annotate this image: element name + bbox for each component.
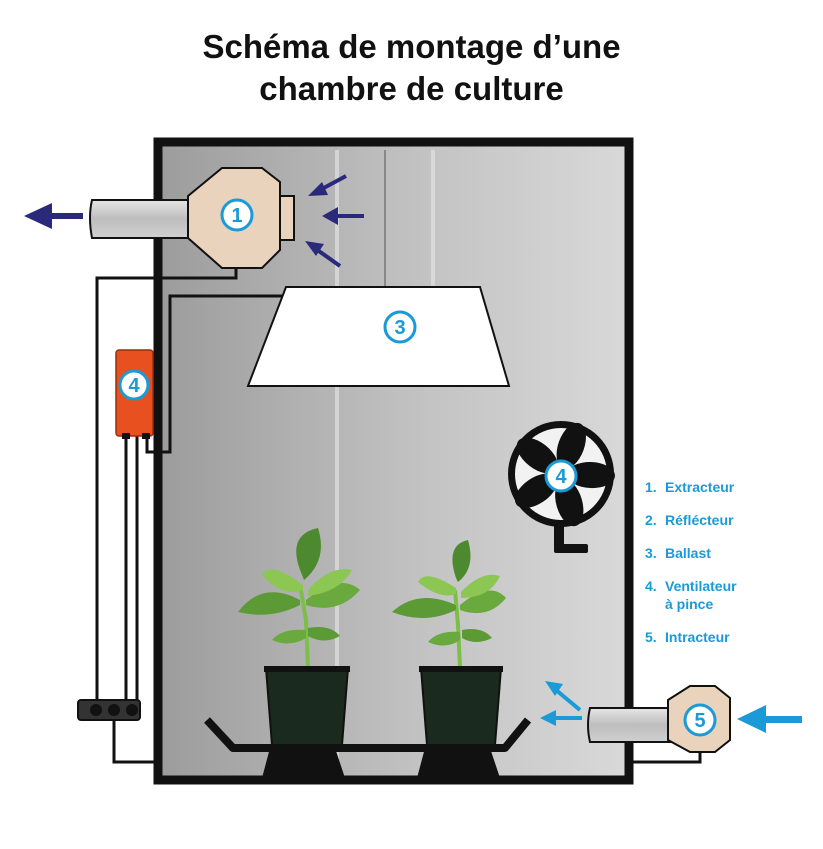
extractor: 1 — [89, 167, 295, 269]
pot-right — [419, 667, 503, 746]
extractor-cable — [95, 268, 238, 703]
plant-left — [238, 528, 360, 746]
legend-label: Intracteur — [665, 629, 730, 645]
legend-number: 2. — [645, 512, 657, 528]
intake-badge — [683, 703, 717, 737]
ballast-badge-number: 4 — [128, 375, 140, 397]
legend-item-extracteur: 1. Extracteur — [645, 478, 815, 496]
legend-label: Extracteur — [665, 479, 735, 495]
legend-number: 3. — [645, 545, 657, 561]
plant-tray — [204, 717, 532, 778]
pot-left — [264, 667, 350, 746]
reflector: 3 — [246, 150, 511, 387]
intake-airflow-arrow-1 — [554, 688, 582, 712]
legend: 1. Extracteur 2. Réflécteur 3. Ballast 4… — [645, 478, 815, 661]
extractor-badge — [220, 198, 254, 232]
fan-badge-number: 4 — [555, 466, 567, 488]
fan-badge — [544, 459, 578, 493]
legend-number: 5. — [645, 629, 657, 645]
legend-item-intracteur: 5. Intracteur — [645, 628, 815, 646]
clip-fan: 4 — [508, 421, 615, 553]
legend-number: 4. — [645, 578, 657, 594]
extractor-intake — [279, 195, 295, 241]
legend-item-ventilateur: 4. Ventilateur à pince — [645, 577, 815, 613]
extractor-airflow-arrows — [305, 174, 364, 268]
reflector-hood — [246, 286, 511, 387]
reflector-badge — [383, 310, 417, 344]
intake-cable — [629, 752, 702, 764]
intake: 5 — [587, 685, 731, 753]
intake-airflow-arrows — [540, 681, 582, 726]
legend-label: Ventilateur à pince — [665, 578, 737, 612]
legend-item-reflecteur: 2. Réflécteur — [645, 511, 815, 529]
power-cables — [95, 268, 702, 764]
intake-badge-number: 5 — [694, 710, 705, 732]
fan-clip — [554, 544, 588, 553]
fan-stand — [554, 520, 564, 550]
legend-label: Ballast — [665, 545, 711, 561]
airflow-arrow-3 — [314, 247, 342, 268]
tray-base — [204, 717, 532, 752]
title-line-2: chambre de culture — [259, 70, 564, 107]
diagram-title: Schéma de montage d’une chambre de cultu… — [0, 26, 823, 110]
power-strip — [77, 699, 141, 721]
reflector-badge-number: 3 — [394, 317, 405, 339]
intake-arrow — [737, 705, 802, 733]
reflector-cable — [145, 294, 285, 454]
legend-item-ballast: 3. Ballast — [645, 544, 815, 562]
plant-right — [392, 540, 506, 746]
legend-label: Réflécteur — [665, 512, 734, 528]
legend-number: 1. — [645, 479, 657, 495]
ballast-badge — [118, 369, 150, 401]
ballast: 4 — [115, 349, 154, 439]
strip-cable — [112, 718, 158, 764]
extractor-badge-number: 1 — [231, 205, 242, 227]
exhaust-arrow — [24, 203, 83, 229]
title-line-1: Schéma de montage d’une — [202, 28, 621, 65]
